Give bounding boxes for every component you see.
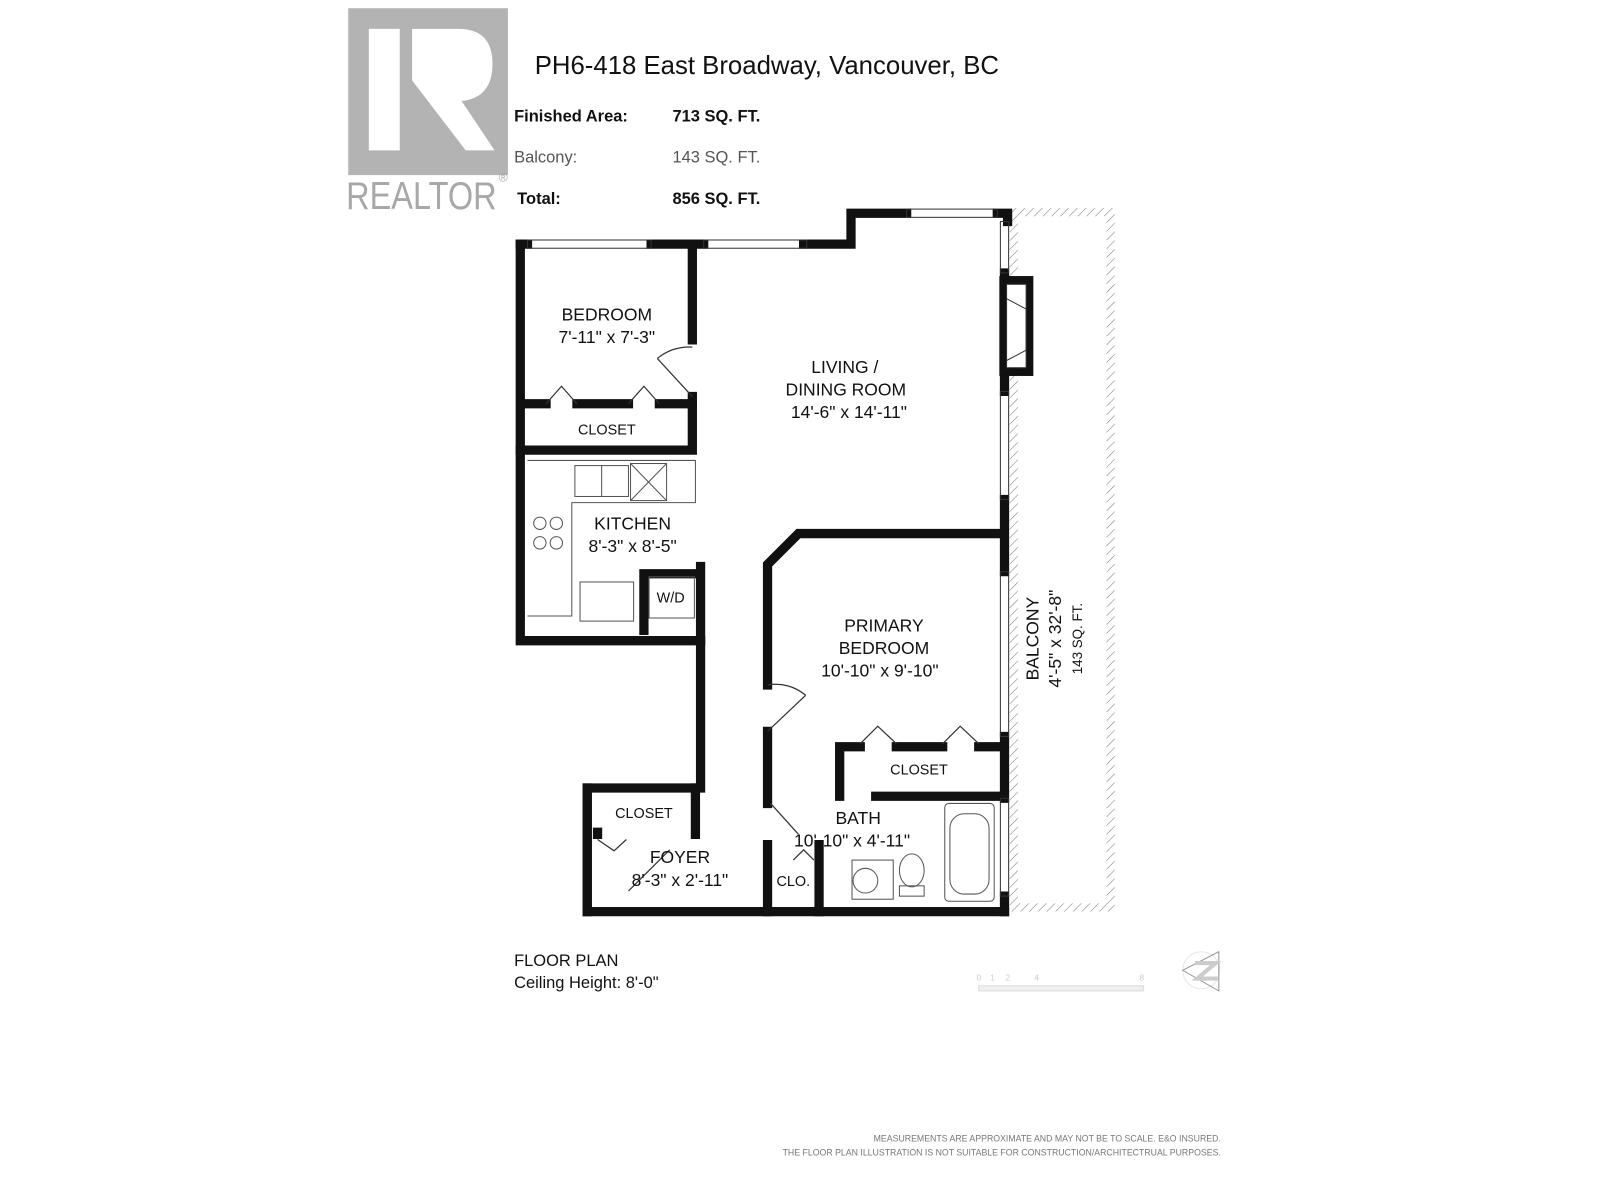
bedroom-size: 7'-11" x 7'-3": [559, 327, 656, 347]
total-area-value: 856 SQ. FT.: [672, 190, 760, 208]
clo-label: CLO.: [776, 874, 810, 890]
logo-registered-mark: ®: [499, 170, 508, 184]
page-title: PH6-418 East Broadway, Vancouver, BC: [535, 52, 999, 80]
foyer-closet-label: CLOSET: [615, 806, 673, 822]
bath-fixtures: [851, 802, 995, 902]
ceiling-height: Ceiling Height: 8'-0": [514, 974, 659, 992]
realtor-logo: REALTOR ®: [346, 8, 508, 218]
balcony-area-label: Balcony:: [514, 149, 577, 167]
north-arrow-icon: [1181, 950, 1222, 992]
disclaimer-line-2: THE FLOOR PLAN ILLUSTRATION IS NOT SUITA…: [783, 1148, 1221, 1158]
kitchen-size: 8'-3" x 8'-5": [588, 536, 676, 556]
foyer-name: FOYER: [650, 847, 710, 867]
scale-tick: 2: [1006, 974, 1011, 983]
scale-bar: 0 1 2 4 8: [977, 974, 1144, 992]
scale-tick: 1: [990, 974, 995, 983]
kitchen-fixtures: [527, 459, 696, 622]
bath-size: 10'-10" x 4'-11": [794, 831, 910, 851]
washer-dryer-label: W/D: [657, 591, 685, 607]
bedroom-name: BEDROOM: [562, 304, 652, 324]
fireplace: [999, 276, 1034, 376]
bedroom-closet-label: CLOSET: [578, 423, 636, 439]
balcony-area: 143 SQ. FT.: [1070, 603, 1085, 674]
disclaimer-line-1: MEASUREMENTS ARE APPROXIMATE AND MAY NOT…: [874, 1133, 1221, 1143]
living-size: 14'-6" x 14'-11": [791, 402, 907, 422]
living-name-1: LIVING /: [811, 357, 878, 377]
finished-area-value: 713 SQ. FT.: [672, 108, 760, 126]
room-labels: BEDROOM 7'-11" x 7'-3" CLOSET LIVING / D…: [559, 304, 1085, 889]
walls: [515, 208, 1013, 917]
floor-plan-label: FLOOR PLAN: [514, 952, 618, 970]
bath-name: BATH: [836, 808, 881, 828]
primary-closet-label: CLOSET: [890, 763, 948, 779]
balcony-name: BALCONY: [1023, 596, 1043, 680]
logo-text: REALTOR: [346, 175, 496, 218]
balcony-size: 4'-5" x 32'-8": [1045, 590, 1065, 688]
living-name-2: DINING ROOM: [786, 380, 907, 400]
foyer-size: 8'-3" x 2'-11": [632, 870, 729, 890]
doors: [545, 346, 980, 892]
balcony-area-value: 143 SQ. FT.: [672, 149, 760, 167]
windows: [526, 208, 1010, 897]
finished-area-label: Finished Area:: [514, 108, 628, 126]
scale-tick: 4: [1034, 974, 1039, 983]
scale-tick: 8: [1139, 974, 1144, 983]
scale-tick: 0: [977, 974, 982, 983]
primary-name-1: PRIMARY: [844, 615, 924, 635]
kitchen-name: KITCHEN: [594, 513, 671, 533]
total-area-label: Total:: [517, 190, 561, 208]
primary-name-2: BEDROOM: [839, 638, 929, 658]
primary-size: 10'-10" x 9'-10": [821, 661, 938, 681]
